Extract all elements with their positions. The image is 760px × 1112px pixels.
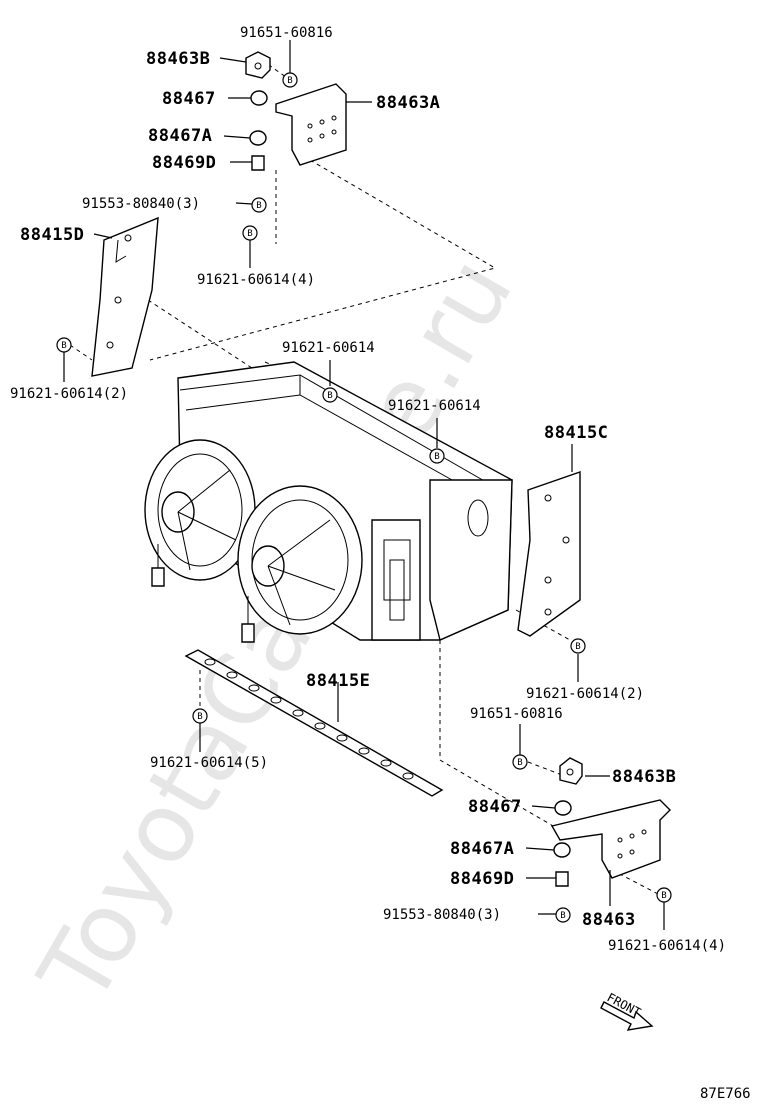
label-88467A-bottom[interactable]: 88467A (450, 839, 514, 859)
panel-88415D[interactable] (91, 216, 159, 377)
label-91621-60614-mid-left[interactable]: 91621-60614 (282, 340, 375, 356)
label-91621-60614-2-right[interactable]: 91621-60614(2) (526, 686, 644, 702)
svg-text:B: B (287, 76, 292, 86)
part-labels: 91651-60816 88463B 88467 88463A 88467A 8… (10, 25, 726, 954)
solid-leaders (63, 40, 665, 930)
bolt-symbol: B (656, 887, 672, 903)
front-arrow: FRONT (600, 990, 654, 1031)
label-91651-60816-top[interactable]: 91651-60816 (240, 25, 333, 41)
label-88467-bottom[interactable]: 88467 (468, 797, 522, 817)
label-91553-80840-bottom[interactable]: 91553-80840(3) (383, 907, 501, 923)
label-88463B-top[interactable]: 88463B (146, 49, 210, 69)
label-88463B-bottom[interactable]: 88463B (612, 767, 676, 787)
svg-text:B: B (327, 391, 332, 401)
bolt-symbol: B (56, 337, 72, 353)
label-91651-60816-bottom[interactable]: 91651-60816 (470, 706, 563, 722)
collar-88469D-bottom[interactable] (555, 871, 569, 887)
bolt-symbol: B (251, 197, 267, 213)
svg-text:B: B (434, 452, 439, 462)
collar-88469D-top[interactable] (251, 155, 265, 171)
bolt-symbol: B (282, 72, 298, 88)
label-88467A-top[interactable]: 88467A (148, 126, 212, 146)
label-91621-60614-5[interactable]: 91621-60614(5) (150, 755, 268, 771)
bolt-symbol: B (570, 638, 586, 654)
bolt-symbol: B (322, 387, 338, 403)
label-88467-top[interactable]: 88467 (162, 89, 216, 109)
bolt-symbol: B (242, 225, 258, 241)
bolt-symbol: B (555, 907, 571, 923)
label-88463A[interactable]: 88463A (376, 93, 440, 113)
cushion-88467-top[interactable] (250, 90, 268, 106)
bolt-symbol: B (512, 754, 528, 770)
radiator-fan-assembly (144, 361, 513, 643)
label-88415C[interactable]: 88415C (544, 423, 608, 443)
bracket-88463B-bottom[interactable] (559, 757, 583, 785)
svg-text:B: B (197, 712, 202, 722)
label-88469D-bottom[interactable]: 88469D (450, 869, 514, 889)
label-88463[interactable]: 88463 (582, 910, 636, 930)
cushion-88467-bottom[interactable] (554, 800, 572, 816)
svg-text:B: B (247, 229, 252, 239)
svg-text:B: B (517, 758, 522, 768)
label-91621-60614-mid-right[interactable]: 91621-60614 (388, 398, 481, 414)
label-91621-60614-2-left[interactable]: 91621-60614(2) (10, 386, 128, 402)
bracket-88463A[interactable] (275, 83, 347, 166)
bracket-88463[interactable] (550, 799, 671, 879)
svg-text:B: B (560, 911, 565, 921)
bolt-symbol: B (192, 708, 208, 724)
cushion-88467A-bottom[interactable] (553, 842, 571, 858)
panel-88415C[interactable] (517, 471, 581, 637)
svg-text:B: B (661, 891, 666, 901)
seal-88415E[interactable] (184, 649, 444, 797)
label-88469D-top[interactable]: 88469D (152, 153, 216, 173)
label-91621-60614-4-bottom[interactable]: 91621-60614(4) (608, 938, 726, 954)
bolt-symbols: B B B B B B B B B B B (56, 72, 672, 923)
cushion-88467A-top[interactable] (249, 130, 267, 146)
diagram-code: 87E766 (700, 1086, 751, 1102)
svg-text:B: B (256, 201, 261, 211)
bracket-88463B-top[interactable] (245, 51, 271, 79)
label-88415E[interactable]: 88415E (306, 671, 370, 691)
label-91621-60614-4-top[interactable]: 91621-60614(4) (197, 272, 315, 288)
label-88415D[interactable]: 88415D (20, 225, 84, 245)
svg-text:B: B (575, 642, 580, 652)
bolt-symbol: B (429, 448, 445, 464)
label-91553-80840-top[interactable]: 91553-80840(3) (82, 196, 200, 212)
svg-text:B: B (61, 341, 66, 351)
